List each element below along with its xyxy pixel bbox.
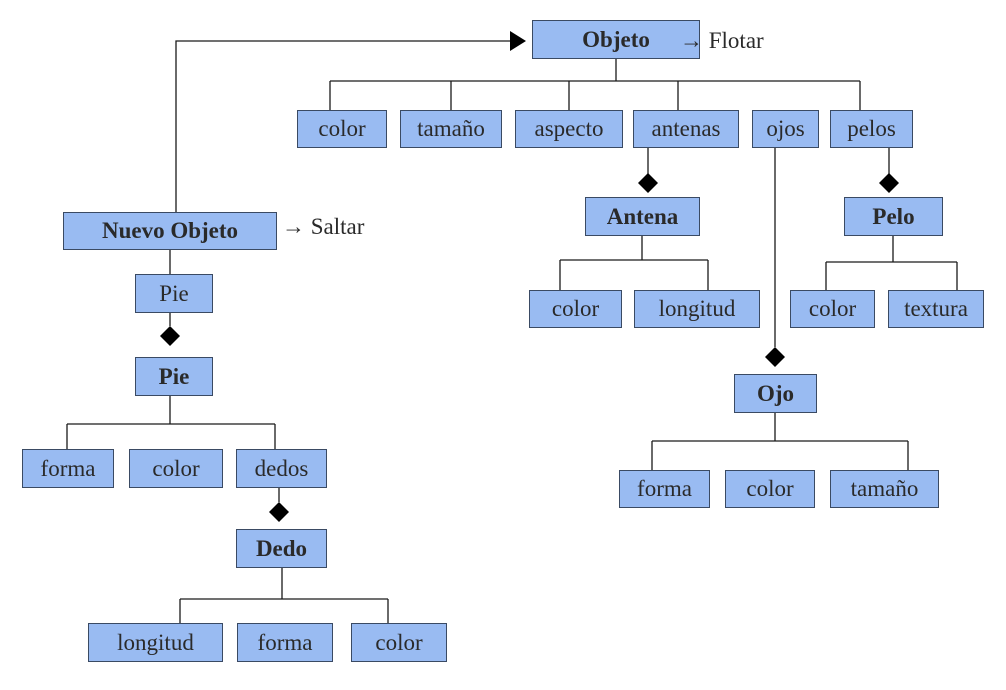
ojo-attr-color[interactable]: color: [725, 470, 815, 508]
dedo-attr-color[interactable]: color: [351, 623, 447, 662]
class-dedo[interactable]: Dedo: [236, 529, 327, 568]
method-flotar: → Flotar: [680, 28, 764, 53]
ojo-attr-tamano[interactable]: tamaño: [830, 470, 939, 508]
pie-attr-forma[interactable]: forma: [22, 449, 114, 488]
composition-diamond: [638, 173, 658, 193]
attr-antenas[interactable]: antenas: [633, 110, 739, 148]
inheritance-line: [175, 40, 510, 212]
dedo-attr-longitud[interactable]: longitud: [88, 623, 223, 662]
nuevo-objeto-attr-pie[interactable]: Pie: [135, 274, 213, 313]
attr-ojos[interactable]: ojos: [752, 110, 819, 148]
method-saltar: → Saltar: [282, 214, 365, 239]
class-objeto[interactable]: Objeto: [532, 20, 700, 59]
composition-diamond: [765, 347, 785, 367]
composition-diamond: [879, 173, 899, 193]
attr-aspecto[interactable]: aspecto: [515, 110, 623, 148]
arrowhead: [510, 31, 526, 51]
composition-diamond: [160, 326, 180, 346]
pelo-attr-color[interactable]: color: [790, 290, 875, 328]
pelo-attr-textura[interactable]: textura: [888, 290, 984, 328]
antena-attr-color[interactable]: color: [529, 290, 622, 328]
dedo-attr-forma[interactable]: forma: [237, 623, 333, 662]
class-pie[interactable]: Pie: [135, 357, 213, 396]
pie-attr-dedos[interactable]: dedos: [236, 449, 327, 488]
attr-color[interactable]: color: [297, 110, 387, 148]
ojo-attr-forma[interactable]: forma: [619, 470, 710, 508]
class-pelo[interactable]: Pelo: [844, 197, 943, 236]
class-antena[interactable]: Antena: [585, 197, 700, 236]
class-nuevo-objeto[interactable]: Nuevo Objeto: [63, 212, 277, 250]
class-ojo[interactable]: Ojo: [734, 374, 817, 413]
antena-attr-longitud[interactable]: longitud: [634, 290, 760, 328]
attr-pelos[interactable]: pelos: [830, 110, 913, 148]
pie-attr-color[interactable]: color: [129, 449, 223, 488]
composition-diamond: [269, 502, 289, 522]
attr-tamano[interactable]: tamaño: [400, 110, 502, 148]
